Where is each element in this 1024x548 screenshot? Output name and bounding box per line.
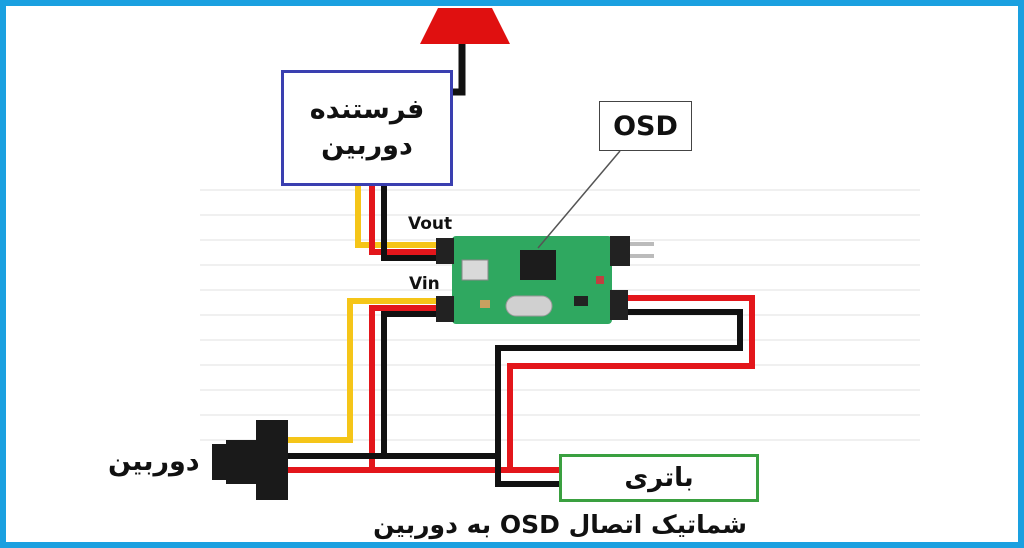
yellow-wire-vin: [287, 298, 442, 443]
battery-box: باتری: [559, 454, 759, 502]
black-wire-transmitter: [381, 186, 442, 261]
yellow-wire-vout: [355, 186, 442, 248]
camera-icon: [212, 420, 288, 500]
transmitter-label-line2: دوربین: [321, 130, 413, 161]
antenna-icon: [420, 8, 510, 96]
osd-module: [436, 236, 654, 324]
black-wire-battery-lead: [495, 456, 560, 487]
transmitter-label-line1: فرستنده: [309, 94, 425, 125]
camera-label: دوربین: [108, 446, 200, 477]
osd-leader-line: [537, 150, 621, 249]
osd-button: [461, 259, 489, 281]
red-wire-battery: [287, 295, 755, 473]
wires: [287, 186, 755, 487]
black-wire-battery: [287, 309, 743, 459]
osd-label: OSD: [613, 110, 678, 142]
osd-chip: [520, 250, 556, 280]
video-transmitter-box: فرستنده دوربین: [281, 70, 453, 186]
osd-crystal: [505, 295, 553, 317]
battery-label: باتری: [624, 463, 694, 493]
red-wire-transmitter: [369, 186, 442, 255]
vin-pin-label: Vin: [409, 274, 440, 294]
vout-pin-label: Vout: [408, 214, 453, 234]
black-wire-camera: [287, 311, 442, 459]
diagram-caption: شماتیک اتصال OSD به دوربین: [373, 510, 747, 539]
osd-label-box: OSD: [599, 101, 692, 151]
